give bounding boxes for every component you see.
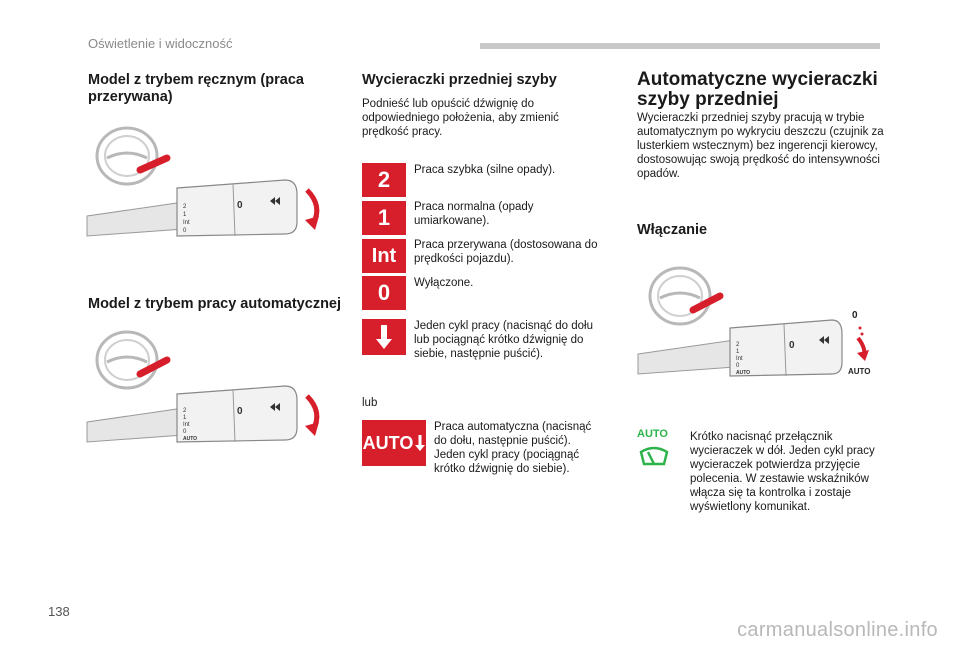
badge-single-wipe [362,319,406,355]
arrow-down-icon [415,435,426,451]
stalk-label: 0 [183,429,187,435]
stalk-label: Int [736,356,743,362]
item-text-intermittent: Praca przerywana (dostosowana do prędkoś… [414,239,598,265]
section-header: Oświetlenie i widoczność [88,36,233,51]
stalk-illustration-activation: 2 1 Int 0 AUTO 0 0 AUTO [636,262,880,402]
badge-off: 0 [362,276,406,310]
side-zero-label: 0 [852,310,858,321]
item-text-single-wipe: Jeden cykl pracy (nacisnąć do dołu lub p… [414,320,593,360]
stalk-label: Int [183,220,190,226]
page-number: 138 [48,604,70,619]
arrow-down-icon [376,325,392,349]
steering-wheel-icon [95,126,171,186]
badge-speed-1: 1 [362,201,406,235]
front-wipers-intro: Podnieść lub opuścić dźwignię do odpowie… [362,98,559,138]
stalk-label: AUTO [183,436,197,442]
stalk-manual-svg: 2 1 Int 0 0 [86,126,320,237]
or-label: lub [362,397,378,409]
indicator-text: Krótko nacisnąć przełącznik wycieraczek … [690,431,875,513]
stalk-label: 1 [736,349,740,355]
badge-speed-2: 2 [362,163,406,197]
stalk-label: 2 [736,342,740,348]
indicator-auto-label: AUTO [637,428,668,440]
stalk-auto-svg: 2 1 Int 0 AUTO 0 [86,330,320,443]
auto-mode-title: Model z trybem pracy automatycznej [88,296,342,312]
item-text-auto: Praca automatyczna (nacisnąć do dołu, na… [434,421,592,475]
stalk-illustration-auto: 2 1 Int 0 AUTO 0 [85,330,335,480]
stalk-label: AUTO [736,370,750,376]
badge-auto: AUTO [362,420,426,466]
front-wipers-title: Wycieraczki przedniej szyby [362,72,557,88]
activation-title: Włączanie [637,222,708,238]
item-text-off: Wyłączone. [414,277,474,289]
item-text-speed-2: Praca szybka (silne opady). [414,164,556,176]
stalk-label: 0 [736,363,740,369]
stalk-zero-label: 0 [237,406,243,417]
header-bar [480,43,880,49]
stalk-label: Int [183,422,190,428]
stalk-label: 1 [183,212,187,218]
stalk-zero-label: 0 [237,200,243,211]
auto-wipers-title: Automatyczne wycieraczki szyby przedniej [637,69,878,110]
stalk-zero-label: 0 [789,340,795,351]
stalk-label: 0 [183,228,187,234]
steering-wheel-icon [95,330,171,390]
side-auto-label: AUTO [848,367,871,376]
badge-intermittent: Int [362,239,406,273]
stalk-label: 2 [183,204,187,210]
item-text-speed-1: Praca normalna (opady umiarkowane). [414,201,534,227]
manual-mode-title: Model z trybem ręcznym (praca przerywana… [88,72,304,105]
wiper-indicator-icon [638,444,670,473]
auto-wipers-intro: Wycieraczki przedniej szyby pracują w tr… [637,112,884,180]
stalk-illustration-manual: 2 1 Int 0 0 [85,118,335,268]
stalk-label: 1 [183,415,187,421]
steering-wheel-icon [648,266,724,326]
stalk-activation-svg: 2 1 Int 0 AUTO 0 0 AUTO [637,266,871,377]
badge-auto-label: AUTO [362,432,414,453]
watermark: carmanualsonline.info [737,619,938,641]
stalk-label: 2 [183,408,187,414]
